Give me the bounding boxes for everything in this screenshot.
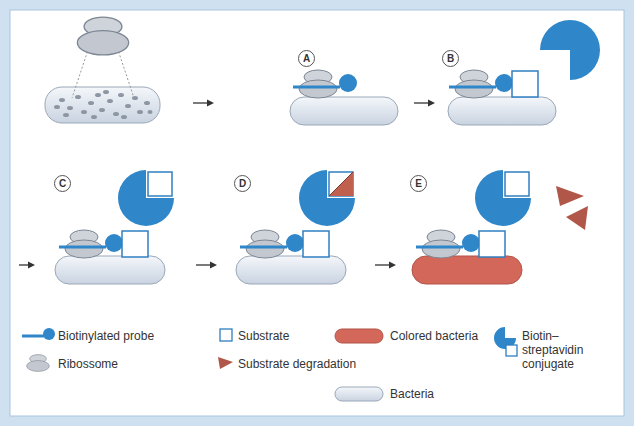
legend-text: Biotinylated probe: [58, 329, 208, 343]
legend-sample-part: [43, 328, 55, 340]
step-letter: D: [234, 175, 251, 192]
magnified-ribosome: [72, 17, 134, 98]
step-a-illustration: [290, 70, 398, 125]
step-arrow-part: [193, 102, 209, 103]
step-arrow-part: [375, 264, 391, 265]
bacterium-with-ribosomes-part-part: [118, 93, 124, 97]
step-arrow-part: [207, 100, 214, 107]
step-b-illustration: [448, 20, 600, 125]
legend-text: Bacteria: [390, 387, 500, 401]
bacterium-with-ribosomes-part-part: [59, 98, 65, 102]
legend-text: Substrate: [238, 329, 328, 343]
bacterium-with-ribosomes-part-part: [81, 110, 87, 114]
step-e-illustration-part: [416, 234, 480, 252]
step-arrow-part: [428, 100, 435, 107]
step-a-illustration-part: [299, 70, 337, 98]
step-letter: C: [54, 175, 71, 192]
legend-sample-part: [506, 345, 517, 356]
bacterium-with-ribosomes-part-part: [54, 105, 60, 109]
step-c-illustration: [55, 170, 174, 284]
legend-text: Ribossome: [58, 357, 208, 371]
step-c-illustration-part: [122, 231, 148, 257]
step-c-illustration-part: [59, 234, 123, 252]
step-b-illustration-part: [448, 97, 556, 125]
step-arrow-part: [210, 262, 217, 269]
step-e-illustration: [412, 170, 588, 284]
bacterium-with-ribosomes-part-part: [113, 112, 119, 116]
step-letter: A: [298, 50, 315, 67]
step-b-illustration-part: [512, 71, 538, 97]
step-arrow-part: [414, 102, 430, 103]
step-e-illustration-part: [475, 170, 531, 226]
panel-background: [10, 10, 624, 416]
step-d-illustration-part: [236, 256, 346, 284]
step-d-illustration: [236, 170, 355, 284]
legend-sample-part: [27, 355, 50, 372]
bacterium-with-ribosomes: [45, 87, 160, 123]
step-c-illustration-part: [118, 170, 174, 226]
step-e-illustration-part: [566, 206, 588, 230]
bacterium-with-ribosomes-part-part: [99, 108, 105, 112]
bacterium-with-ribosomes-part-part: [63, 113, 69, 117]
magnified-ribosome-part: [77, 17, 128, 55]
bacterium-with-ribosomes-part-part: [144, 101, 150, 105]
step-d-illustration-part: [240, 234, 304, 252]
bacterium-with-ribosomes-part-part: [148, 110, 153, 114]
legend-sample-part: [220, 329, 232, 341]
step-letter: E: [410, 175, 427, 192]
step-b-illustration-part: [455, 70, 493, 98]
step-d-illustration-part: [329, 172, 353, 196]
step-arrow-part: [196, 264, 212, 265]
legend-sample-part: [22, 335, 44, 338]
bacterium-with-ribosomes-part-part: [137, 110, 143, 114]
step-b-illustration-part: [540, 20, 600, 80]
legend-sample-part: [335, 387, 383, 401]
step-a-illustration-part: [293, 74, 357, 92]
bacterium-with-ribosomes-part-part: [132, 96, 138, 100]
legend-sample: [22, 327, 517, 401]
step-e-illustration-part: [412, 256, 522, 284]
step-e-illustration-part: [422, 230, 460, 258]
step-arrow-part: [28, 262, 35, 269]
step-d-illustration-part: [246, 230, 284, 258]
step-c-illustration-part: [55, 256, 165, 284]
step-c-illustration-part: [65, 230, 103, 258]
bacterium-with-ribosomes-part-part: [103, 90, 109, 94]
legend-text: Substrate degradation: [238, 357, 378, 371]
bacterium-with-ribosomes-part-part: [107, 99, 113, 103]
bacterium-with-ribosomes-part: [54, 90, 153, 119]
bacterium-with-ribosomes-part-part: [121, 115, 127, 119]
step-d-illustration-part: [299, 170, 355, 226]
step-arrow-part: [389, 262, 396, 269]
bacterium-with-ribosomes-part-part: [95, 93, 101, 97]
step-e-illustration-part: [556, 186, 584, 206]
bacterium-with-ribosomes-part-part: [88, 101, 94, 105]
bacterium-with-ribosomes-part-part: [75, 95, 81, 99]
legend-sample-part: [218, 357, 233, 369]
bacterium-with-ribosomes-part: [45, 87, 160, 123]
bacterium-with-ribosomes-part-part: [125, 104, 131, 108]
legend-sample-part: [335, 329, 383, 343]
step-a-illustration-part: [290, 97, 398, 125]
step-d-illustration-part: [329, 172, 353, 196]
bacterium-with-ribosomes-part-part: [67, 106, 73, 110]
bacterium-with-ribosomes-part-part: [91, 115, 97, 119]
legend-text: Biotin–streptavidin conjugate: [522, 329, 616, 371]
step-b-illustration-part: [449, 74, 513, 92]
step-letter: B: [442, 50, 459, 67]
legend-text: Colored bacteria: [390, 329, 500, 343]
step-d-illustration-part: [303, 231, 329, 257]
step-e-illustration-part: [479, 231, 505, 257]
